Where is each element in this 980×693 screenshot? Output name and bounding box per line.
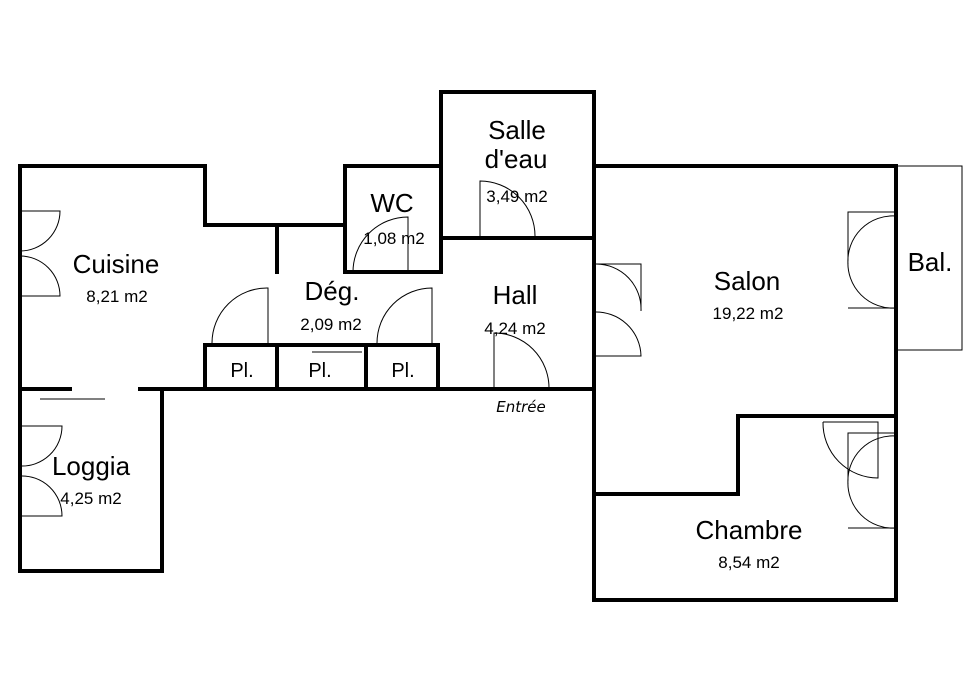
room-area-wc: 1,08 m2 — [363, 229, 424, 248]
door-cuisine-window[interactable] — [19, 210, 61, 297]
room-name-degagement: Dég. — [305, 276, 360, 306]
wall-cuisine-top — [18, 164, 347, 227]
door-wc[interactable] — [352, 216, 409, 273]
wall-chambre — [592, 414, 898, 602]
door-chambre[interactable] — [822, 421, 879, 479]
closet-label-2: Pl. — [308, 360, 331, 382]
wall-salle-deau — [439, 90, 596, 274]
labels: Salle d'eau 3,49 m2 WC 1,08 m2 Cuisine 8… — [52, 115, 952, 572]
room-area-salon: 19,22 m2 — [713, 304, 784, 323]
door-deg[interactable] — [376, 287, 433, 344]
door-loggia-window[interactable] — [19, 425, 63, 517]
room-area-chambre: 8,54 m2 — [718, 553, 779, 572]
room-area-loggia: 4,25 m2 — [60, 489, 121, 508]
closet-label-3: Pl. — [391, 360, 414, 382]
room-area-salle-deau: 3,49 m2 — [486, 187, 547, 206]
room-name-salle-deau-1: Salle — [488, 115, 546, 145]
door-cuisine[interactable] — [211, 287, 269, 344]
door-chambre-window[interactable] — [847, 432, 897, 529]
door-entrance[interactable] — [493, 332, 550, 389]
door-salle-deau[interactable] — [479, 180, 536, 238]
door-salon-balcony[interactable] — [847, 211, 897, 309]
room-name-salle-deau-2: d'eau — [485, 144, 548, 174]
closet-label-1: Pl. — [230, 360, 253, 382]
room-name-loggia: Loggia — [52, 451, 131, 481]
room-name-salon: Salon — [714, 266, 781, 296]
room-name-cuisine: Cuisine — [73, 249, 160, 279]
wall-wc — [343, 164, 443, 274]
door-hall-salon[interactable] — [593, 263, 642, 357]
room-name-wc: WC — [370, 188, 413, 218]
wall-salon-bottom — [592, 414, 898, 496]
balcony-outline — [896, 165, 963, 351]
doors — [19, 180, 897, 529]
room-name-hall: Hall — [493, 280, 538, 310]
entrance-label: Entrée — [496, 398, 546, 416]
walls — [18, 90, 963, 602]
closet-3 — [364, 343, 440, 391]
wall-left-outer — [18, 164, 164, 573]
room-area-hall: 4,24 m2 — [484, 319, 545, 338]
room-name-chambre: Chambre — [696, 515, 803, 545]
room-area-degagement: 2,09 m2 — [300, 315, 361, 334]
room-name-balcon: Bal. — [908, 247, 953, 277]
room-area-cuisine: 8,21 m2 — [86, 287, 147, 306]
